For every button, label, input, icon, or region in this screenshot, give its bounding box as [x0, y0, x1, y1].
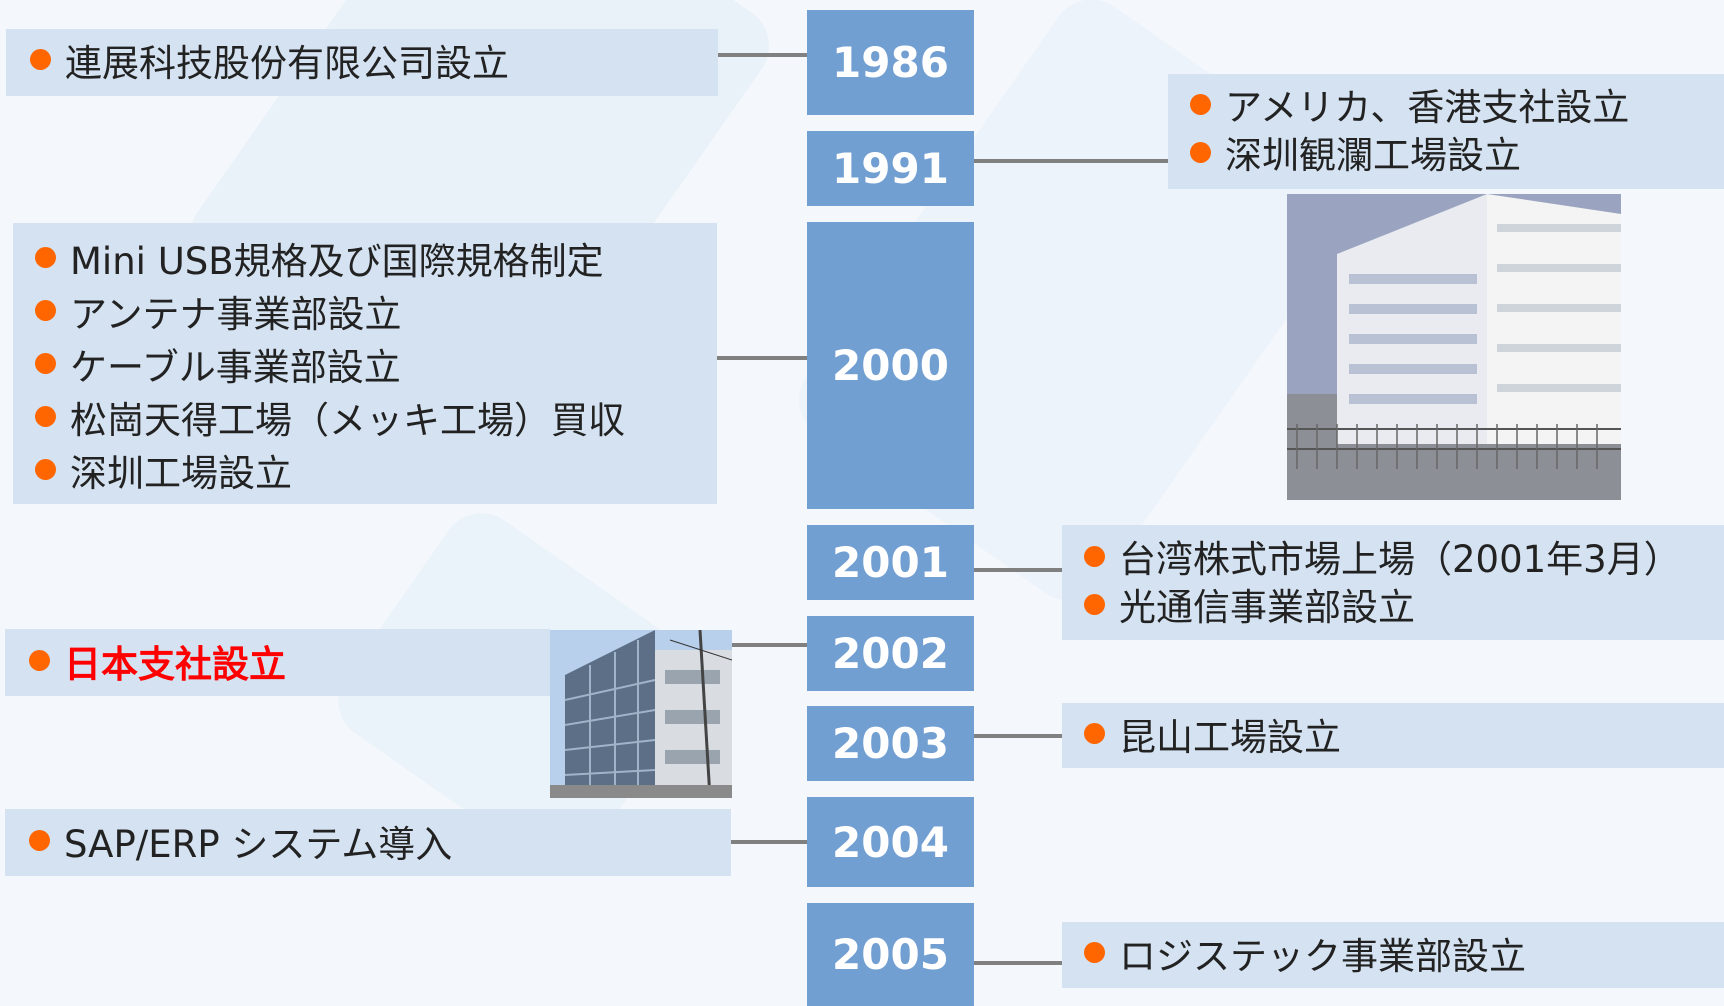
event-item: 松崗天得工場（メッキ工場）買収 [35, 390, 717, 443]
year-2000: 2000 [807, 222, 974, 509]
year-2001: 2001 [807, 525, 974, 600]
event-box-2001: 台湾株式市場上場（2001年3月） 光通信事業部設立 [1062, 525, 1724, 640]
bullet-icon [1084, 942, 1105, 963]
event-box-2004: SAP/ERP システム導入 [5, 809, 731, 876]
bullet-icon [1084, 545, 1105, 567]
event-box-2005: ロジステック事業部設立 [1062, 922, 1724, 988]
year-1991: 1991 [807, 131, 974, 206]
connector-2003 [974, 734, 1062, 738]
bullet-icon [35, 300, 56, 321]
connector-1986 [718, 53, 807, 57]
event-item: 深圳工場設立 [35, 443, 717, 496]
connector-2004 [731, 840, 807, 844]
event-item: Mini USB規格及び国際規格制定 [35, 231, 717, 284]
event-item: アメリカ、香港支社設立 [1190, 80, 1724, 129]
japan-office-image [550, 630, 732, 798]
connector-1991 [974, 159, 1168, 163]
event-item: ケーブル事業部設立 [35, 337, 717, 390]
connector-2000 [717, 356, 807, 360]
bullet-icon [29, 830, 50, 851]
event-item: アンテナ事業部設立 [35, 284, 717, 337]
event-box-1986: 連展科技股份有限公司設立 [6, 29, 718, 96]
event-item: 連展科技股份有限公司設立 [30, 33, 718, 86]
bullet-icon [35, 459, 56, 480]
connector-2002 [732, 643, 807, 647]
event-box-2003: 昆山工場設立 [1062, 703, 1724, 768]
bullet-icon [29, 650, 50, 671]
event-item: 日本支社設立 [29, 634, 550, 687]
bullet-icon [35, 353, 56, 374]
year-1986: 1986 [807, 10, 974, 115]
bullet-icon [1190, 141, 1211, 163]
bullet-icon [1190, 93, 1211, 115]
event-box-2002: 日本支社設立 [5, 629, 550, 696]
connector-2005 [974, 961, 1062, 965]
factory-building-photo [1287, 194, 1621, 500]
bullet-icon [35, 406, 56, 427]
event-box-2000: Mini USB規格及び国際規格制定 アンテナ事業部設立 ケーブル事業部設立 松… [13, 223, 717, 504]
connector-2001 [974, 568, 1062, 572]
event-box-1991: アメリカ、香港支社設立 深圳観瀾工場設立 [1168, 74, 1724, 189]
bullet-icon [1084, 723, 1105, 744]
year-2005: 2005 [807, 903, 974, 1006]
bullet-icon [30, 49, 51, 70]
year-2002: 2002 [807, 616, 974, 691]
year-2004: 2004 [807, 797, 974, 887]
japan-office-photo [550, 630, 732, 798]
event-item: ロジステック事業部設立 [1084, 926, 1724, 979]
event-item: 深圳観瀾工場設立 [1190, 128, 1724, 177]
event-item: 昆山工場設立 [1084, 707, 1724, 760]
event-item: 台湾株式市場上場（2001年3月） [1084, 532, 1724, 581]
bullet-icon [1084, 593, 1105, 615]
year-2003: 2003 [807, 706, 974, 781]
event-item: SAP/ERP システム導入 [29, 814, 731, 867]
factory-building-image [1287, 194, 1621, 500]
bullet-icon [35, 247, 56, 268]
event-item: 光通信事業部設立 [1084, 580, 1724, 629]
